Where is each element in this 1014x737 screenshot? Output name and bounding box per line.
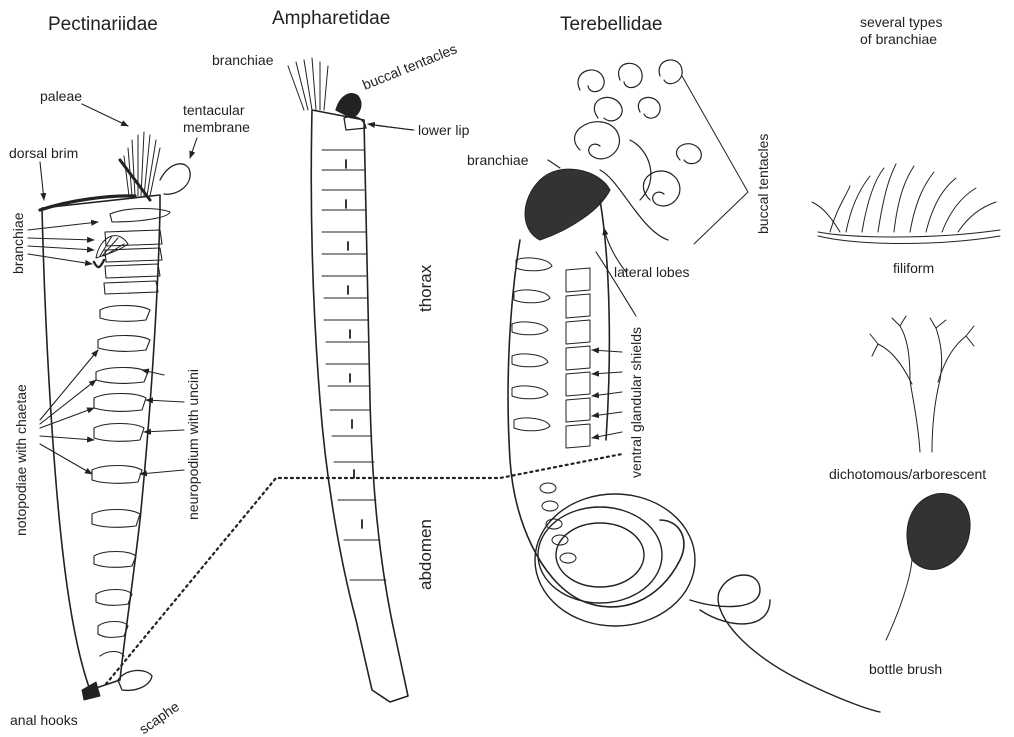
family-pectinariidae: Pectinariidae bbox=[48, 14, 158, 36]
section-abdomen: abdomen bbox=[416, 519, 436, 590]
label-filiform: filiform bbox=[893, 260, 934, 276]
family-terebellidae: Terebellidae bbox=[560, 14, 662, 36]
label-bottle-brush: bottle brush bbox=[869, 661, 942, 677]
pectinariidae-body-outline bbox=[42, 195, 160, 690]
label-neuropodium: neuropodium with uncini bbox=[185, 369, 201, 520]
label-tentacular-2: membrane bbox=[183, 119, 250, 135]
label-dorsal-brim: dorsal brim bbox=[9, 145, 78, 161]
abdomen-segment-marks bbox=[540, 483, 576, 563]
terebellidae-branchiae bbox=[525, 169, 610, 240]
terebellidae-worm bbox=[508, 60, 880, 712]
tentacular-membrane bbox=[160, 164, 190, 194]
ampharetidae-buccal-tentacles bbox=[336, 94, 361, 118]
filiform-branchiae bbox=[812, 164, 1000, 244]
pectinariidae-worm bbox=[40, 132, 190, 700]
terebellidae-tentacle-coils bbox=[575, 60, 702, 240]
ampharetidae-arrows bbox=[368, 124, 414, 130]
dichotomous-branchiae bbox=[870, 316, 974, 452]
label-branchiae-tere: branchiae bbox=[467, 152, 529, 168]
branchiae-types-title-line2: of branchiae bbox=[860, 31, 937, 47]
ventral-shields bbox=[566, 268, 590, 448]
terebellidae-parapodia bbox=[512, 258, 552, 431]
label-branchiae-pect: branchiae bbox=[10, 213, 26, 275]
label-tentacular-1: tentacular bbox=[183, 102, 244, 118]
pect-parapodia bbox=[92, 306, 150, 657]
label-anal-hooks: anal hooks bbox=[10, 712, 78, 728]
bottle-brush-branchiae bbox=[886, 493, 970, 640]
scaphe-shape bbox=[118, 670, 152, 690]
ampharetidae-branchiae bbox=[288, 58, 328, 110]
label-dichotomous: dichotomous/arborescent bbox=[829, 466, 986, 482]
ampharetidae-body-outline bbox=[311, 110, 408, 702]
label-ventral-shields: ventral glandular shields bbox=[628, 327, 644, 478]
label-lateral-lobes: lateral lobes bbox=[614, 264, 690, 280]
label-lower-lip: lower lip bbox=[418, 122, 469, 138]
branchiae-types-title-line1: several types bbox=[860, 14, 942, 30]
family-ampharetidae: Ampharetidae bbox=[272, 8, 390, 30]
label-paleae: paleae bbox=[40, 88, 82, 104]
label-buccal-tentacles-tere: buccal tentacles bbox=[755, 134, 771, 234]
ampharetidae-uncini bbox=[346, 160, 362, 528]
section-thorax: thorax bbox=[416, 265, 436, 312]
paleae-fan bbox=[124, 132, 160, 196]
terebellidae-body-outline bbox=[508, 240, 684, 607]
ampharetidae-worm bbox=[288, 58, 408, 702]
label-notopodiae: notopodiae with chaetae bbox=[13, 384, 29, 536]
label-branchiae-amph: branchiae bbox=[212, 52, 274, 68]
anal-hooks-shape bbox=[82, 682, 100, 700]
